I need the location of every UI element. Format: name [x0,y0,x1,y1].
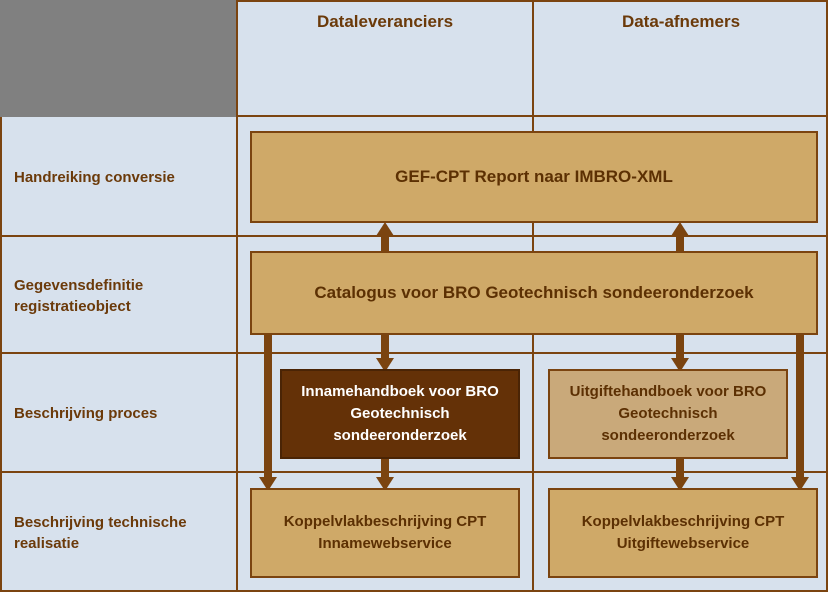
grid-line-row-2 [0,235,828,237]
grid-line-bottom [0,590,828,592]
box-label: Catalogus voor BRO Geotechnisch sondeero… [314,282,754,302]
row-label-gegevensdefinitie-registratieobject: Gegevensdefinitie registratieobject [0,239,236,354]
grid-line-row-1 [0,115,828,117]
grid-line-left-edge [0,0,2,592]
row-label-text: Handreiking conversie [14,168,175,186]
row-label-handreiking-conversie: Handreiking conversie [0,119,236,237]
column-header-dataleveranciers: Dataleveranciers [238,0,532,117]
arrow-catalogus-to-innamehandboek [375,334,395,372]
arrow-uitgiftehandboek-to-koppelvlak-uitgifte [670,458,690,491]
arrow-catalogus-to-gef-cpt-report-left [375,222,395,258]
grid-line-top [0,0,828,2]
header-corner-cell [0,0,236,117]
row-label-beschrijving-proces: Beschrijving proces [0,356,236,473]
box-gef-cpt-report[interactable]: GEF-CPT Report naar IMBRO-XML [250,131,818,223]
grid-line-row-4 [0,471,828,473]
box-label: GEF-CPT Report naar IMBRO-XML [395,166,673,186]
row-label-beschrijving-technische-realisatie: Beschrijving technische realisatie [0,475,236,592]
arrow-catalogus-to-koppelvlak-uitgifte [790,334,810,491]
box-catalogus[interactable]: Catalogus voor BRO Geotechnisch sondeero… [250,251,818,335]
arrow-catalogus-to-koppelvlak-inname [258,334,278,491]
row-label-text: Gegevensdefinitie registratieobject [14,277,144,315]
arrow-innamehandboek-to-koppelvlak-inname [375,458,395,491]
box-label: Innamehandboek voor BRO Geotechnisch son… [301,383,499,444]
arrow-catalogus-to-gef-cpt-report-right [670,222,690,258]
box-label: Koppelvlakbeschrijving CPT Uitgiftewebse… [581,513,785,552]
box-label: Uitgiftehandboek voor BRO Geotechnisch s… [569,383,767,444]
box-innamehandboek[interactable]: Innamehandboek voor BRO Geotechnisch son… [280,369,520,459]
box-koppelvlak-uitgifte[interactable]: Koppelvlakbeschrijving CPT Uitgiftewebse… [548,488,818,578]
row-label-text: Beschrijving technische realisatie [14,514,187,552]
grid-line-row-3 [0,352,828,354]
column-header-data-afnemers: Data-afnemers [534,0,828,117]
arrow-catalogus-to-uitgiftehandboek [670,334,690,372]
column-header-label: Data-afnemers [621,12,741,31]
grid-line-right-edge [826,0,828,592]
box-label: Koppelvlakbeschrijving CPT Innamewebserv… [283,513,487,552]
row-label-text: Beschrijving proces [14,405,158,423]
column-header-label: Dataleveranciers [316,12,454,31]
grid-line-column-1 [236,0,238,592]
box-koppelvlak-inname[interactable]: Koppelvlakbeschrijving CPT Innamewebserv… [250,488,520,578]
box-uitgiftehandboek[interactable]: Uitgiftehandboek voor BRO Geotechnisch s… [548,369,788,459]
